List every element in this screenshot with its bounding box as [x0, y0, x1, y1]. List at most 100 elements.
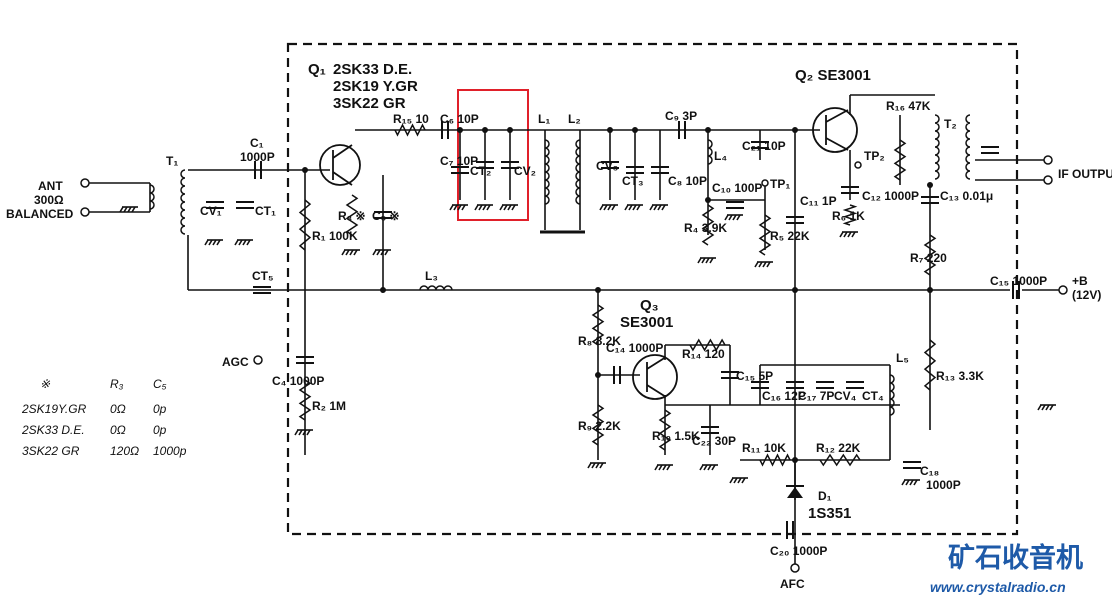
svg-text:L₂: L₂	[568, 112, 581, 126]
svg-text:R₇ 220: R₇ 220	[910, 251, 947, 265]
svg-text:C₁₁ 1P: C₁₁ 1P	[800, 194, 837, 208]
svg-text:L₃: L₃	[425, 269, 438, 283]
svg-text:L₅: L₅	[896, 351, 909, 365]
capacitor-icon	[786, 521, 794, 539]
ground-icon	[624, 204, 643, 211]
svg-text:C₁₇ 7P: C₁₇ 7P	[798, 389, 834, 403]
capacitor-icon	[678, 121, 686, 139]
capacitor-icon	[841, 186, 859, 194]
resistor-icon	[298, 379, 312, 421]
svg-text:C₄ 1000P: C₄ 1000P	[272, 374, 324, 388]
capacitor-icon	[751, 141, 769, 149]
svg-text:TP₂: TP₂	[864, 149, 885, 163]
ground-icon	[119, 206, 138, 213]
ant-balanced: BALANCED	[6, 207, 74, 221]
ground-icon	[654, 464, 673, 471]
resistor-icon	[689, 338, 726, 352]
if-output-label: IF OUTPUT	[1058, 167, 1112, 181]
ground-icon	[839, 231, 858, 238]
table-header-c5: C₅	[153, 377, 167, 391]
svg-text:R₂ 1M: R₂ 1M	[312, 399, 346, 413]
ground-icon	[499, 204, 518, 211]
svg-text:R₁₁ 10K: R₁₁ 10K	[742, 441, 786, 455]
resistor-icon	[345, 194, 359, 236]
resistor-icon	[298, 199, 312, 251]
capacitor-icon	[903, 461, 921, 469]
resistor-icon	[759, 453, 791, 467]
svg-text:CV₁: CV₁	[200, 204, 222, 218]
ground-icon	[341, 249, 360, 256]
resistor-icon	[923, 234, 937, 276]
svg-text:C₁₄ 1000P: C₁₄ 1000P	[606, 341, 663, 355]
ground-symbols	[119, 204, 1056, 486]
ground-icon	[474, 204, 493, 211]
svg-text:R₁₂ 22K: R₁₂ 22K	[816, 441, 861, 455]
svg-text:T₁: T₁	[166, 154, 178, 168]
table-cell: 0p	[153, 402, 167, 416]
ground-icon	[649, 204, 668, 211]
table-header-mark: ※	[40, 377, 51, 391]
svg-text:C₂₂ 30P: C₂₂ 30P	[692, 434, 736, 448]
svg-text:C₂₀ 1000P: C₂₀ 1000P	[770, 544, 827, 558]
capacitor-icon	[816, 381, 834, 389]
resistor-icon	[591, 404, 605, 446]
svg-text:R₁₀ 1.5K: R₁₀ 1.5K	[652, 429, 700, 443]
capacitor-icon	[441, 121, 449, 139]
svg-text:R₁ 100K: R₁ 100K	[312, 229, 358, 243]
ground-icon	[294, 429, 313, 436]
ground-icon	[901, 479, 920, 486]
svg-text:L₁: L₁	[538, 112, 550, 126]
capacitor-icon	[701, 426, 719, 434]
watermark: 矿石收音机 www.crystalradio.cn	[930, 542, 1083, 595]
svg-text:TP₁: TP₁	[770, 177, 790, 191]
svg-text:C₁₂ 1000P: C₁₂ 1000P	[862, 189, 919, 203]
capacitor-icon	[651, 166, 669, 174]
table-cell: 3SK22 GR	[22, 444, 80, 458]
svg-text:CT₅: CT₅	[252, 269, 274, 283]
capacitor-icon	[751, 381, 769, 389]
q3-transistor	[632, 354, 678, 400]
svg-text:R₈ 8.2K: R₈ 8.2K	[578, 334, 621, 348]
capacitor-icon	[726, 201, 744, 209]
svg-text:CT₂: CT₂	[470, 164, 491, 178]
capacitor-icon	[601, 161, 619, 169]
svg-text:L₄: L₄	[714, 149, 727, 163]
q1-type-1: 2SK33 D.E.	[333, 61, 412, 78]
resistor-icon	[658, 409, 672, 451]
component-labels: Q₁ 2SK33 D.E. 2SK19 Y.GR 3SK22 GR Q₂ SE3…	[6, 61, 1112, 591]
table-cell: 0p	[153, 423, 167, 437]
svg-text:CV₄: CV₄	[834, 389, 857, 403]
capacitor-icon	[626, 166, 644, 174]
inductor-icon	[965, 114, 971, 180]
svg-text:C₁₈: C₁₈	[920, 464, 939, 478]
table-cell: 2SK33 D.E.	[21, 423, 85, 437]
resistor-icon	[923, 339, 937, 391]
capacitor-icon	[296, 356, 314, 364]
svg-text:R₄ 3.9K: R₄ 3.9K	[684, 221, 727, 235]
afc-label: AFC	[780, 577, 805, 591]
capacitor-icon	[206, 201, 224, 209]
highlight-box	[457, 89, 529, 221]
svg-text:C₈ 10P: C₈ 10P	[668, 174, 707, 188]
table-cell: 0Ω	[110, 423, 126, 437]
svg-text:1S351: 1S351	[808, 505, 851, 522]
resistor-icon	[394, 123, 426, 137]
table-cell: 0Ω	[110, 402, 126, 416]
q3-ref: Q₃	[640, 297, 659, 314]
capacitor-icon	[921, 196, 939, 204]
q2-transistor	[812, 107, 858, 153]
junction-dots	[302, 127, 933, 463]
capacitor-icon	[721, 371, 739, 379]
ground-icon	[724, 214, 743, 221]
agc-label: AGC	[222, 355, 249, 369]
svg-text:C₉ 3P: C₉ 3P	[665, 109, 697, 123]
table-cell: 1000p	[153, 444, 187, 458]
svg-text:R₅ 22K: R₅ 22K	[770, 229, 810, 243]
terminals	[80, 155, 1068, 573]
capacitor-icon	[786, 381, 804, 389]
ground-icon	[754, 261, 773, 268]
svg-text:C₁₆ 12P: C₁₆ 12P	[762, 389, 806, 403]
capacitor-icon	[501, 161, 519, 169]
ground-icon	[372, 249, 391, 256]
